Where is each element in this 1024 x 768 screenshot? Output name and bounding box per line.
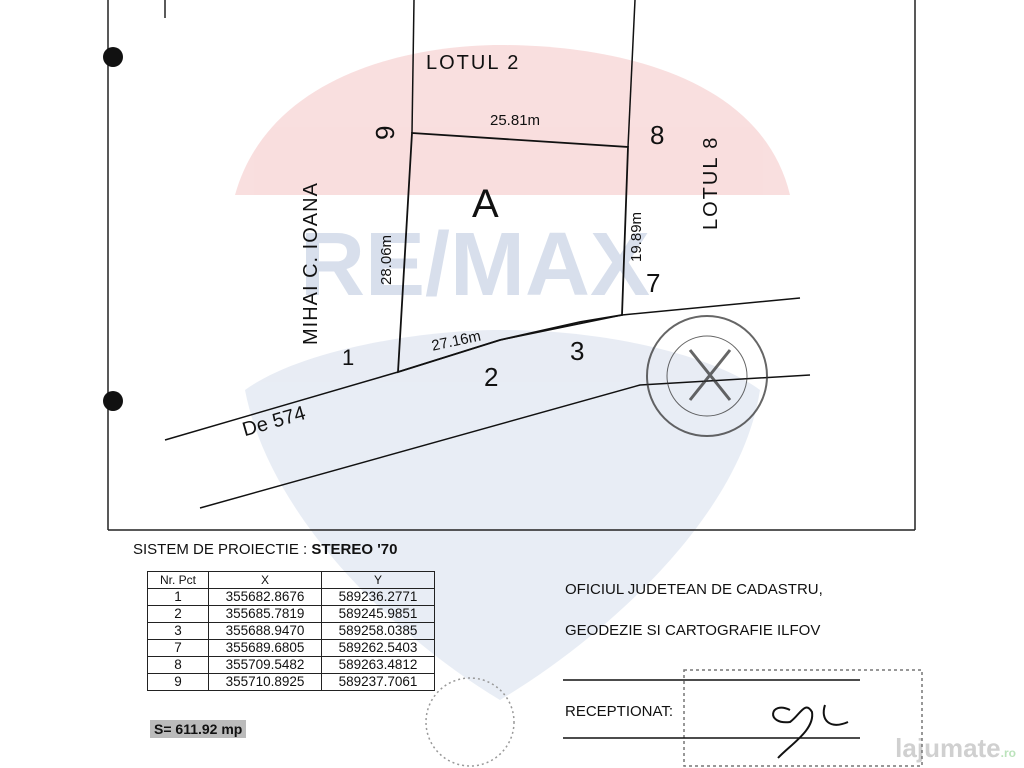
parcel-label: A [472, 182, 499, 226]
cell: 355710.8925 [208, 673, 322, 691]
cell: 355688.9470 [208, 622, 322, 640]
dim-left: 28.06m [378, 234, 395, 285]
cell: 589263.4812 [321, 656, 435, 674]
cell: 3 [147, 622, 209, 640]
cell: 9 [147, 673, 209, 691]
dim-right: 19.89m [628, 211, 645, 262]
signature [772, 704, 849, 759]
point-1: 1 [342, 345, 355, 370]
site-watermark: lajumate.ro [895, 734, 1016, 767]
cell: 8 [147, 656, 209, 674]
cell: 589245.9851 [321, 605, 435, 623]
received-label: RECEPTIONAT: [565, 703, 674, 720]
cell: 1 [147, 588, 209, 606]
point-9: 9 [370, 125, 400, 140]
header-nr: Nr. Pct [147, 571, 209, 589]
cell: 355682.8676 [208, 588, 322, 606]
svg-text:RE/MAX: RE/MAX [300, 215, 650, 315]
point-7: 7 [646, 268, 661, 298]
cell: 355685.7819 [208, 605, 322, 623]
admin-stamp [425, 677, 515, 767]
header-y: Y [321, 571, 435, 589]
cell: 589258.0385 [321, 622, 435, 640]
cell: 589237.7061 [321, 673, 435, 691]
point-8: 8 [650, 120, 665, 150]
office-line-1: OFICIUL JUDETEAN DE CADASTRU, [565, 581, 823, 598]
cell: 2 [147, 605, 209, 623]
punch-hole [103, 391, 123, 411]
point-3: 3 [570, 336, 585, 366]
header-x: X [208, 571, 322, 589]
road-lower-edge [199, 374, 811, 509]
area-value: S= 611.92 mp [150, 720, 247, 738]
neighbor-label: MIHAI C. IOANA [300, 182, 322, 345]
dim-top: 25.81m [490, 112, 541, 129]
projection-value: STEREO '70 [311, 541, 398, 558]
cell: 589236.2771 [321, 588, 435, 606]
remax-watermark: RE/MAX [235, 45, 790, 700]
cell: 355709.5482 [208, 656, 322, 674]
rect-stamp [683, 669, 923, 767]
cell: 355689.6805 [208, 639, 322, 657]
office-line-2: GEODEZIE SI CARTOGRAFIE ILFOV [565, 622, 821, 639]
site-name: lajumate [895, 733, 1001, 763]
lot-2-label: LOTUL 2 [426, 52, 521, 74]
site-tld: .ro [1000, 746, 1016, 760]
road-upper-edge [164, 297, 801, 441]
projection-heading: SISTEM DE PROIECTIE : STEREO '70 [133, 541, 397, 558]
projection-label: SISTEM DE PROIECTIE : [133, 541, 312, 558]
round-stamp [646, 315, 768, 437]
point-2: 2 [484, 362, 499, 392]
cell: 7 [147, 639, 209, 657]
cell: 589262.5403 [321, 639, 435, 657]
table-header: Nr. Pct X Y [147, 571, 435, 589]
lot-8-label: LOTUL 8 [700, 135, 722, 230]
punch-hole [103, 47, 123, 67]
